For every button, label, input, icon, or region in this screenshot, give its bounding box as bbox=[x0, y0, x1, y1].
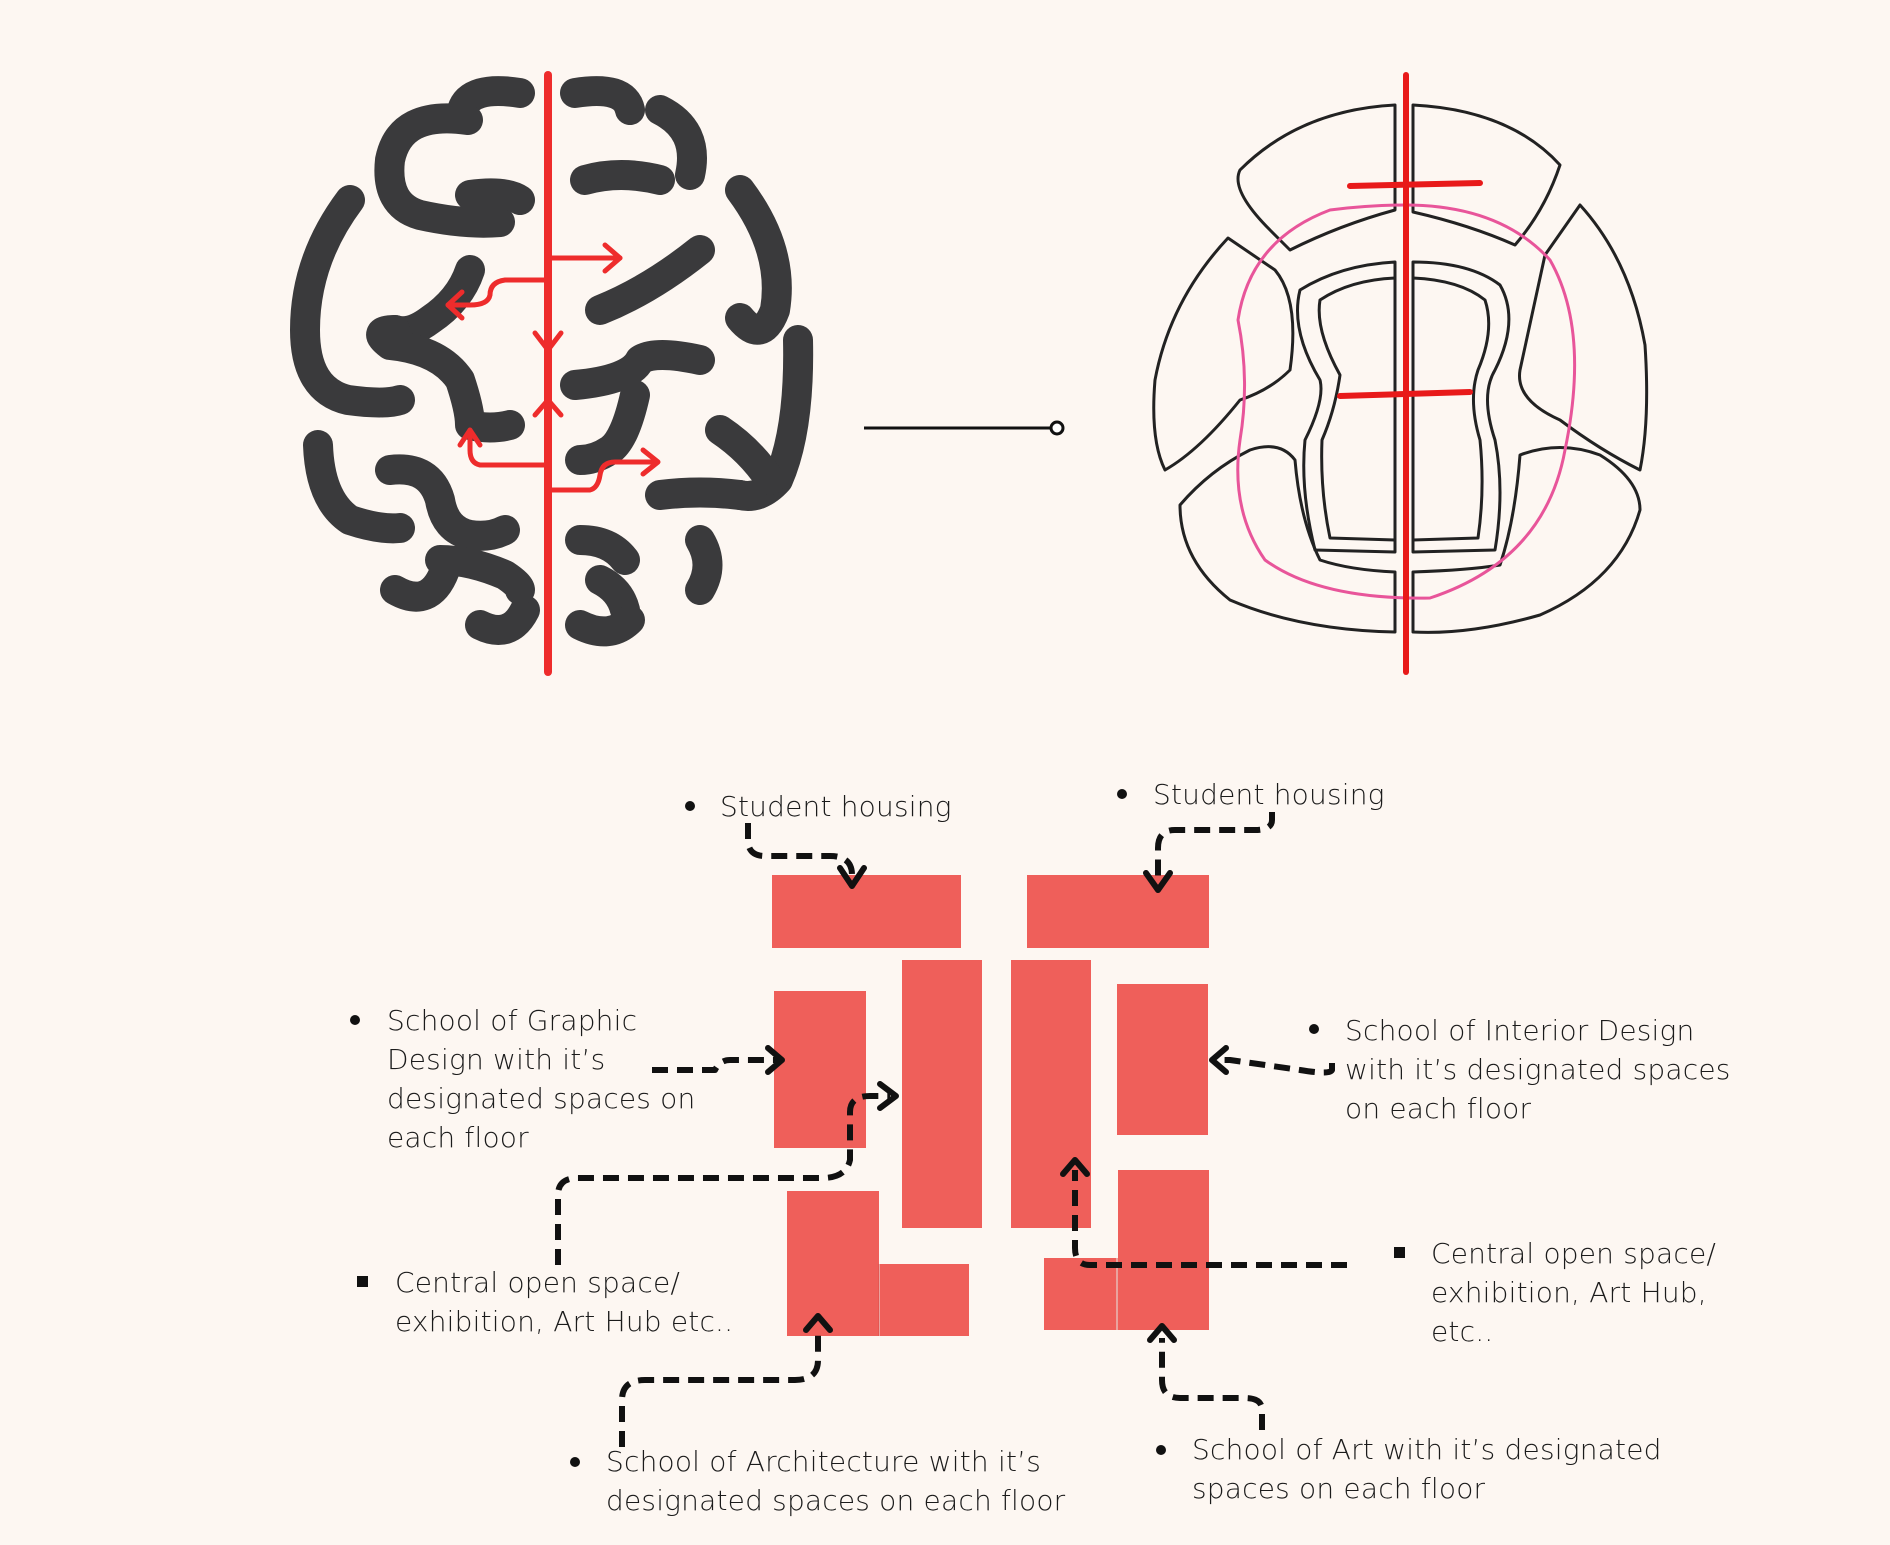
block-art-2 bbox=[1118, 1170, 1209, 1330]
bullet-icon bbox=[1309, 1024, 1319, 1034]
block-interior-design bbox=[1117, 984, 1208, 1135]
bullet-icon bbox=[570, 1457, 580, 1467]
block-art-1 bbox=[1044, 1258, 1116, 1330]
sketch-red-axis-icon bbox=[1337, 72, 1483, 675]
block-architecture-2 bbox=[880, 1264, 969, 1336]
brain-flow-arrows-icon bbox=[445, 71, 661, 676]
graphic-design-text: School of Graphic Design with it’s desig… bbox=[387, 1004, 696, 1154]
block-central-left bbox=[902, 960, 982, 1228]
bullet-icon bbox=[685, 801, 695, 811]
block-seams bbox=[878, 1258, 1118, 1336]
block-housing-right bbox=[1027, 875, 1209, 948]
central-right-text: Central open space/ exhibition, Art Hub,… bbox=[1431, 1237, 1717, 1348]
bullet-icon bbox=[1117, 789, 1127, 799]
block-central-right bbox=[1011, 960, 1091, 1228]
interior-design-text: School of Interior Design with it’s desi… bbox=[1345, 1014, 1731, 1125]
block-architecture-1 bbox=[787, 1191, 879, 1336]
square-bullet-icon bbox=[357, 1276, 368, 1287]
arrowheads bbox=[765, 865, 1229, 1343]
leader-arrows bbox=[555, 812, 1347, 1447]
block-graphic-design bbox=[774, 991, 866, 1148]
architecture-text: School of Architecture with it’s designa… bbox=[606, 1445, 1066, 1517]
housing-left-text: Student housing bbox=[720, 790, 952, 823]
central-left-text: Central open space/ exhibition, Art Hub … bbox=[395, 1266, 734, 1338]
sketch-plan-icon bbox=[1152, 103, 1649, 634]
sketch-pink-loop-icon bbox=[1236, 203, 1577, 600]
bullet-icon bbox=[1156, 1445, 1166, 1455]
bullet-icon bbox=[350, 1015, 360, 1025]
brain-icon bbox=[290, 76, 814, 647]
block-housing-left bbox=[772, 875, 961, 948]
connector-line-icon bbox=[864, 420, 1065, 436]
massing-blocks bbox=[772, 875, 1209, 1336]
art-text: School of Art with it’s designated space… bbox=[1192, 1433, 1662, 1505]
housing-right-text: Student housing bbox=[1153, 778, 1385, 811]
square-bullet-icon bbox=[1394, 1247, 1405, 1258]
